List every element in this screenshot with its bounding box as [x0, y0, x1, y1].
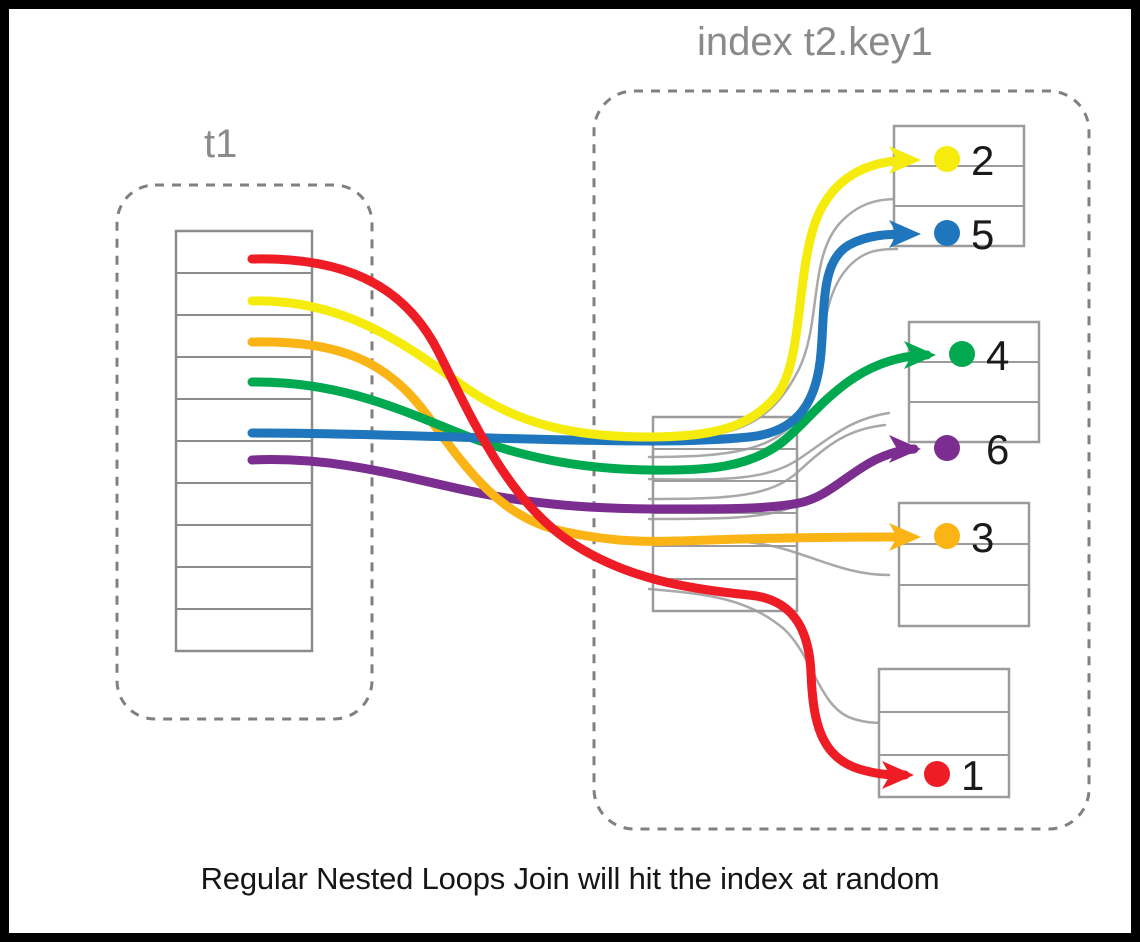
flow-line-green [247, 350, 932, 475]
arrowhead-green [904, 341, 936, 369]
arrowhead-blue [889, 220, 921, 248]
t1-dashed-container [115, 183, 374, 721]
nested-loops-join-diagram: t1 index t2.key1 [115, 20, 1091, 831]
node-dot-orange [934, 523, 960, 549]
index-value-6: 6 [986, 426, 1009, 473]
node-dot-purple [934, 435, 960, 461]
index-dashed-container [592, 89, 1091, 831]
node-dot-yellow [934, 146, 960, 172]
arrowhead-purple [889, 435, 921, 463]
t1-label: t1 [204, 122, 237, 166]
index-value-3: 3 [971, 514, 994, 561]
figure-caption: Regular Nested Loops Join will hit the i… [200, 861, 940, 896]
index-value-1: 1 [961, 752, 984, 799]
index-label: index t2.key1 [697, 20, 933, 64]
t1-table [174, 229, 314, 653]
index-leaf-block-1 [892, 124, 1026, 248]
arrowhead-red [882, 761, 914, 789]
flow-line-red [247, 254, 910, 780]
figure-frame: t1 index t2.key1 [9, 9, 1131, 933]
node-dot-green [949, 341, 975, 367]
node-dot-red [924, 761, 950, 787]
flow-line-blue [247, 229, 914, 446]
index-value-5: 5 [971, 211, 994, 258]
arrowhead-orange [889, 523, 921, 551]
index-leaf-block-2 [907, 320, 1041, 444]
gray-connector-lines [647, 197, 901, 725]
arrowhead-yellow [889, 146, 921, 174]
flow-line-purple [247, 444, 919, 514]
index-value-2: 2 [971, 137, 994, 184]
index-value-4: 4 [986, 332, 1009, 379]
node-dot-blue [934, 220, 960, 246]
index-leaf-block-3 [897, 501, 1031, 628]
flow-line-yellow [247, 155, 914, 442]
